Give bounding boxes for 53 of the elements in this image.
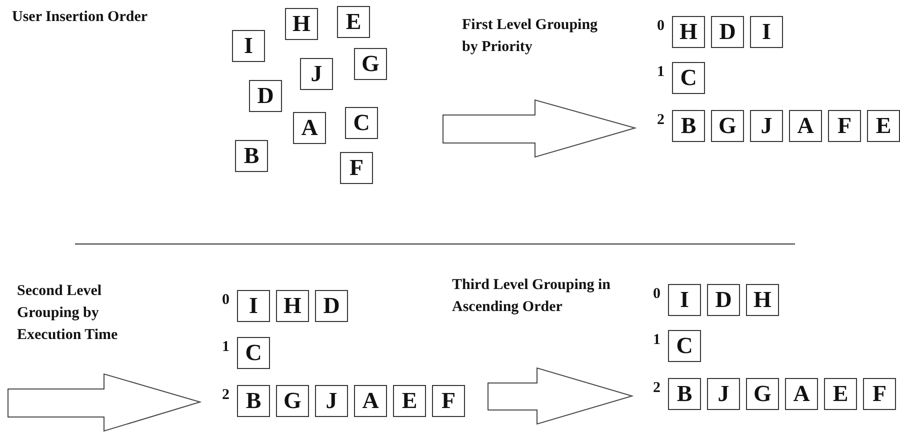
letter-box: G [746,378,779,410]
letter-box: A [789,110,822,142]
row-number: 1 [222,339,230,356]
letter-box: A [293,112,326,144]
row-number: 2 [657,112,664,129]
row-number: 2 [222,387,230,404]
letter-box: F [863,378,896,410]
step-caption: Third Level Grouping in Ascending Order [452,276,612,317]
row-number: 1 [653,332,660,349]
letter-box: D [315,290,348,322]
letter-box: E [337,6,370,38]
letter-box: G [276,385,309,417]
letter-box: J [300,58,333,90]
letter-box: G [711,110,744,142]
letter-box: B [235,140,268,172]
title: User Insertion Order [12,8,149,27]
letter-box: J [315,385,348,417]
letter-box: E [393,385,426,417]
letter-box: C [345,107,378,139]
letter-box: C [672,62,705,94]
row-number: 0 [653,286,660,303]
letter-box: I [668,284,701,316]
step-caption: Second Level Grouping by Execution Time [17,282,119,345]
letter-box: A [785,378,818,410]
letter-box: I [237,290,270,322]
row-number: 0 [657,18,664,35]
letter-box: H [276,290,309,322]
letter-box: D [707,284,740,316]
step-caption: First Level Grouping by Priority [462,16,599,57]
letter-box: J [707,378,740,410]
letter-box: H [285,8,318,40]
letter-box: A [354,385,387,417]
letter-box: F [828,110,861,142]
row-number: 2 [653,380,660,397]
letter-box: D [249,80,282,112]
letter-box: G [354,48,387,80]
letter-box: B [237,385,270,417]
letter-box: F [340,152,373,184]
letter-box: B [668,378,701,410]
letter-box: D [711,16,744,48]
letter-box: I [232,30,265,62]
row-number: 0 [222,292,230,309]
row-number: 1 [657,64,664,81]
letter-box: B [672,110,705,142]
letter-box: F [432,385,465,417]
letter-box: H [746,284,779,316]
letter-box: H [672,16,705,48]
letter-box: J [750,110,783,142]
letter-box: I [750,16,783,48]
letter-box: E [867,110,900,142]
letter-box: E [824,378,857,410]
letter-box: C [668,330,701,362]
letter-box: C [237,337,270,369]
